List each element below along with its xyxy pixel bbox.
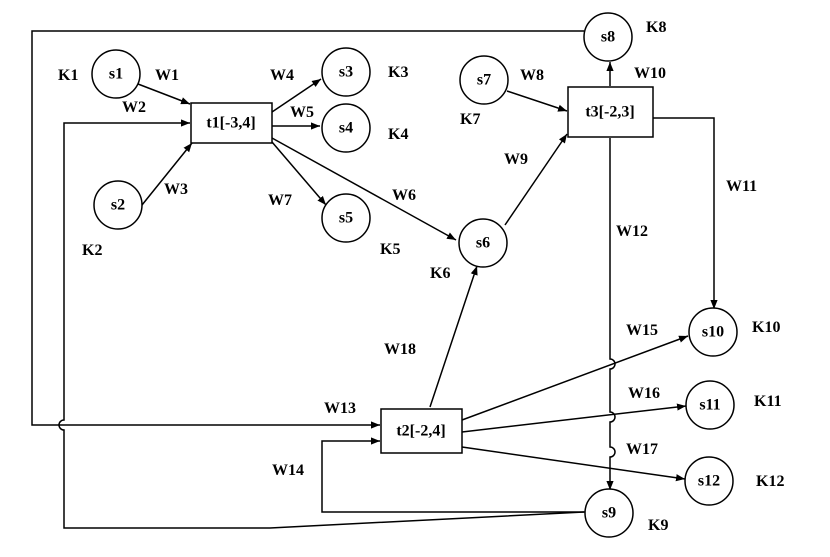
transition-t1[interactable]: t1[-3,4] [190,102,273,144]
place-s9[interactable]: s9 [584,488,634,538]
transition-t2-label: t2[-2,4] [396,423,445,440]
arc-s9-t1 [58,119,585,529]
place-s5[interactable]: s5 [321,193,371,243]
place-s12[interactable]: s12 [684,456,734,506]
place-s4[interactable]: s4 [321,103,371,153]
place-s9-label: s9 [602,505,616,522]
token-label-k10: K10 [752,319,780,336]
arc-t3-s10 [653,117,718,309]
place-s7-circle [459,55,509,105]
place-s4-label: s4 [339,120,353,137]
weight-label-w11: W11 [726,178,757,195]
weight-label-w13: W13 [324,400,356,417]
token-label-k5: K5 [380,241,400,258]
transition-t3-box [567,86,654,138]
arc-s9-t2 [321,437,585,513]
transition-t2-box [380,408,463,454]
place-s8-label: s8 [601,29,615,46]
place-s11[interactable]: s11 [685,380,735,430]
transition-t3[interactable]: t3[-2,3] [567,86,654,138]
place-s3-label: s3 [339,64,353,81]
arc-s8-t2 [31,30,584,429]
place-s10[interactable]: s10 [688,307,738,357]
token-labels: K1 K2 K3 K4 K5 K6 K7 K8 K9 K10 K11 K12 [58,19,784,534]
place-s10-circle [688,307,738,357]
arcs [31,30,718,529]
transition-t3-label: t3[-2,3] [585,104,634,121]
weight-label-w12: W12 [616,223,648,240]
token-label-k2: K2 [82,242,102,259]
place-s4-circle [321,103,371,153]
weight-label-w5: W5 [290,104,314,121]
transition-t1-label: t1[-3,4] [206,115,255,132]
weight-label-w2: W2 [122,99,146,116]
weight-label-w9: W9 [504,151,528,168]
arc-t2-s11 [461,403,687,433]
token-label-k7: K7 [460,111,480,128]
token-label-k12: K12 [756,473,784,490]
arc-t1-s3 [271,78,322,113]
token-label-k6: K6 [430,265,450,282]
place-s2[interactable]: s2 [93,180,143,230]
weight-label-w17: W17 [626,441,658,458]
arc-t2-s12 [461,446,686,482]
place-s7-label: s7 [477,72,491,89]
place-s8[interactable]: s8 [583,12,633,62]
place-s6-label: s6 [476,235,490,252]
arc-s1-t1 [137,83,191,105]
transition-t2[interactable]: t2[-2,4] [380,408,463,454]
place-s12-circle [684,456,734,506]
arc-s6-t3 [504,133,568,226]
place-s3[interactable]: s3 [321,47,371,97]
transitions: t1[-3,4] t2[-2,4] t3[-2,3] [190,86,654,454]
place-s11-circle [685,380,735,430]
weight-label-w15: W15 [626,322,658,339]
arc-s7-t3 [506,90,568,112]
token-label-k8: K8 [646,19,666,36]
weight-label-w14: W14 [272,462,304,479]
place-s3-circle [321,47,371,97]
weight-label-w3: W3 [164,181,188,198]
places: s1 s2 s3 s4 s5 s6 s7 s8 [91,12,738,538]
weight-label-w8: W8 [520,67,544,84]
token-label-k4: K4 [388,126,408,143]
token-label-k9: K9 [648,517,668,534]
weight-label-w16: W16 [628,385,660,402]
weight-labels: W1 W2 W3 W4 W5 W6 W7 W8 W9 W10 W11 W12 W… [122,65,757,479]
place-s6[interactable]: s6 [458,218,508,268]
transition-t1-box [190,102,273,144]
place-s8-circle [583,12,633,62]
arc-t1-s5 [271,141,327,206]
place-s11-label: s11 [699,397,720,414]
place-s5-circle [321,193,371,243]
place-s6-circle [458,218,508,268]
weight-label-w6: W6 [392,187,416,204]
arc-s2-t1 [141,142,193,206]
weight-label-w7: W7 [268,192,292,209]
place-s2-label: s2 [111,197,125,214]
place-s1-label: s1 [109,66,123,83]
token-label-k11: K11 [754,393,782,410]
arc-t2-s6 [429,265,478,408]
place-s5-label: s5 [339,210,353,227]
place-s12-label: s12 [698,473,720,490]
place-s2-circle [93,180,143,230]
token-label-k3: K3 [388,64,408,81]
weight-label-w18: W18 [384,341,416,358]
weight-label-w1: W1 [155,67,179,84]
token-label-k1: K1 [58,67,78,84]
arc-t3-s9 [606,138,616,490]
weight-label-w10: W10 [634,65,666,82]
arc-t1-s6 [271,137,457,241]
arc-t2-s10 [461,335,689,421]
place-s9-circle [584,488,634,538]
weight-label-w4: W4 [270,67,294,84]
place-s1-circle [91,49,141,99]
place-s10-label: s10 [702,324,724,341]
place-s1[interactable]: s1 [91,49,141,99]
place-s7[interactable]: s7 [459,55,509,105]
